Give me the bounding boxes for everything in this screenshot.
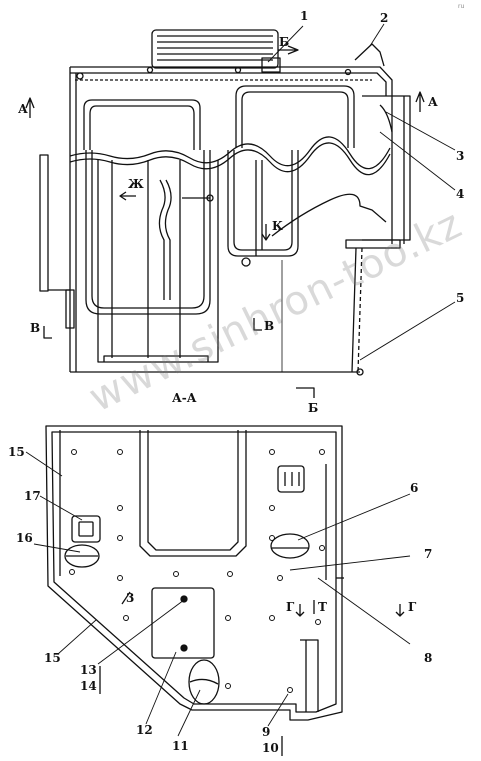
mark-a-left: А xyxy=(18,102,28,116)
mark-zh: Ж xyxy=(128,177,144,191)
floor-plate xyxy=(45,425,343,721)
pedal-openings xyxy=(64,533,310,705)
mark-t: Т xyxy=(318,600,327,614)
callout-16: 16 xyxy=(16,531,33,545)
vent-grille-right xyxy=(277,465,305,493)
callout-12: 12 xyxy=(136,723,153,737)
section-title: А-А xyxy=(172,391,197,405)
top-rail xyxy=(69,43,393,373)
floor-leaders xyxy=(25,451,411,737)
top-tank xyxy=(151,29,279,69)
left-radiator xyxy=(83,99,211,315)
callout-5: 5 xyxy=(456,291,465,305)
callout-3-floor: 3 xyxy=(126,591,135,605)
mark-b-top: Б xyxy=(279,35,290,49)
corner-mark: ru xyxy=(458,3,465,10)
callout-2: 2 xyxy=(380,11,389,25)
right-door xyxy=(281,95,411,376)
callout-4: 4 xyxy=(456,187,465,201)
callout-10: 10 xyxy=(262,741,279,755)
right-radiator xyxy=(227,85,355,267)
mark-a-right: А xyxy=(428,95,438,109)
callout-9: 9 xyxy=(262,725,271,739)
floor-hatch xyxy=(151,587,215,659)
floor-right-frame xyxy=(300,464,344,712)
callout-13: 13 xyxy=(80,663,97,677)
callout-17: 17 xyxy=(24,489,41,503)
mark-g-mid: Г xyxy=(286,600,295,614)
callout-15-bottom: 15 xyxy=(44,651,61,665)
floor-section-arrows xyxy=(99,591,405,756)
mark-b-bottom: Б xyxy=(308,401,319,415)
mark-v-mid: В xyxy=(264,319,275,333)
top-view-section-arrows xyxy=(25,45,425,398)
mark-g-right: Г xyxy=(408,600,417,614)
cutaway-band xyxy=(69,136,391,237)
top-view-leaders xyxy=(267,23,456,361)
callout-14: 14 xyxy=(80,679,97,693)
callout-15-top: 15 xyxy=(8,445,25,459)
floor-tunnel xyxy=(139,430,247,557)
callout-3: 3 xyxy=(456,149,465,163)
callout-1: 1 xyxy=(300,9,309,23)
mark-k: К xyxy=(272,219,283,233)
callout-8: 8 xyxy=(424,651,433,665)
bolt-holes xyxy=(69,449,325,693)
left-side-strip xyxy=(39,154,75,329)
callout-11: 11 xyxy=(172,739,189,753)
callout-7: 7 xyxy=(424,547,433,561)
cab-inner-wall xyxy=(97,160,263,363)
callout-6: 6 xyxy=(410,481,419,495)
mark-v-left: В xyxy=(30,321,41,335)
vent-grille-left xyxy=(71,515,101,543)
